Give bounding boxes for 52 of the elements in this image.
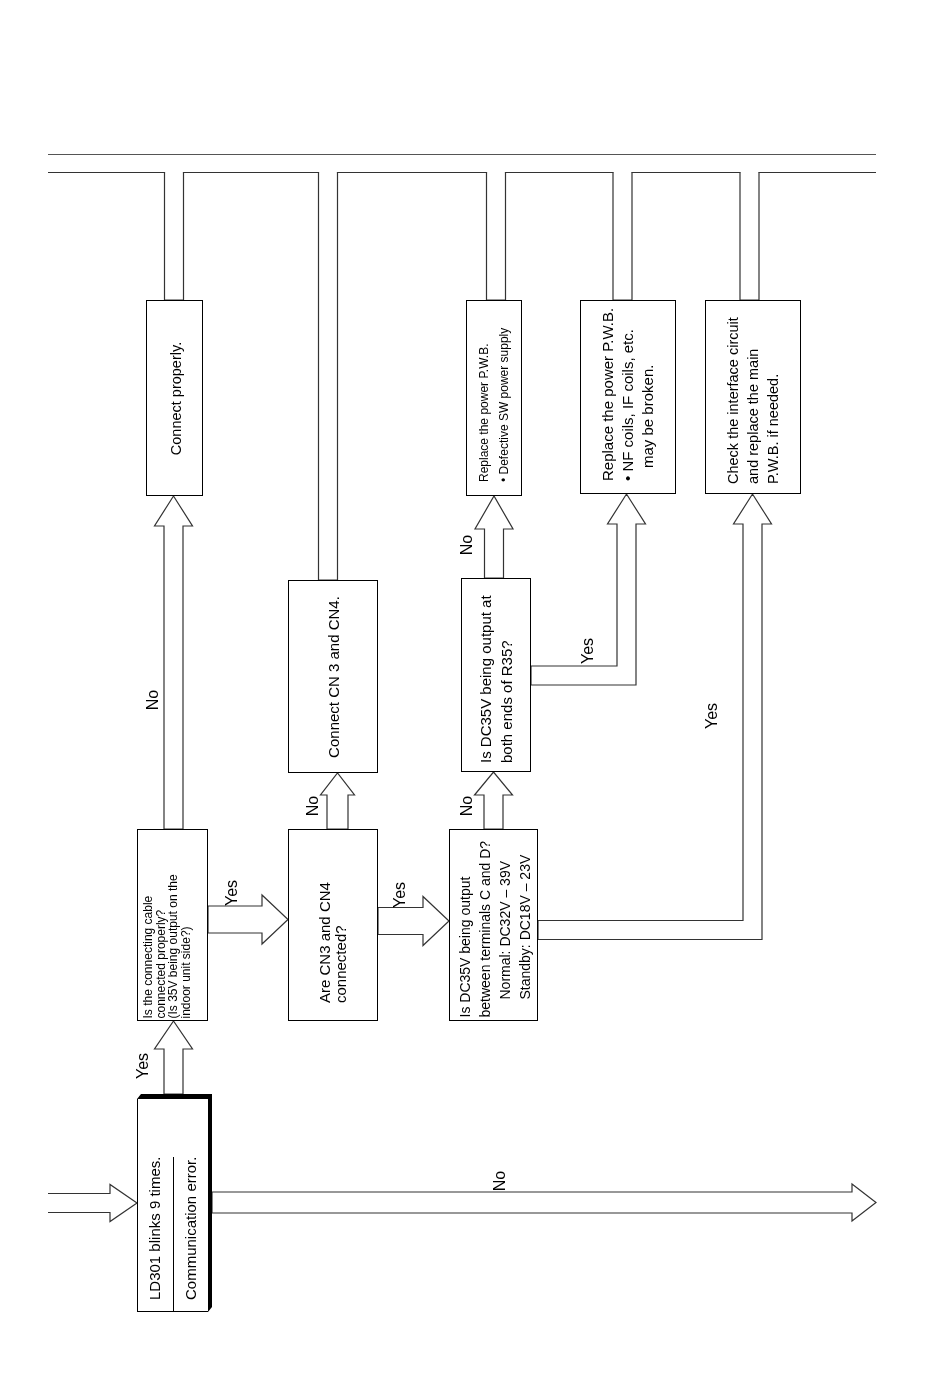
decision-box bbox=[137, 829, 208, 1021]
block-arrow bbox=[211, 1182, 877, 1223]
action-text: Connect properly. bbox=[165, 341, 184, 455]
range-text: Standby: DC18V – 23V bbox=[514, 854, 534, 999]
block-arrow bbox=[319, 772, 356, 830]
question-text: Is DC35V being output at both ends of R35? bbox=[476, 594, 516, 763]
status-text: Communication error. bbox=[181, 1156, 200, 1300]
decision-box bbox=[449, 829, 538, 1021]
action-box bbox=[146, 300, 203, 496]
edge-label: Yes bbox=[704, 702, 720, 730]
edge-label: No bbox=[459, 534, 475, 556]
status-box bbox=[137, 1094, 212, 1312]
action-text: Check the interface circuit and replace the main P.W.B. if needed. bbox=[724, 316, 782, 484]
edge-label: Yes bbox=[392, 881, 408, 909]
action-text: Connect CN 3 and CN4. bbox=[324, 595, 342, 758]
decision-box bbox=[288, 829, 378, 1021]
status-text: LD301 blinks 9 times. bbox=[146, 1156, 165, 1300]
block-arrow bbox=[207, 893, 289, 946]
block-arrow bbox=[47, 1183, 139, 1223]
channel-branch bbox=[163, 171, 185, 301]
action-text: Replace the power P.W.B. bbox=[476, 343, 492, 482]
action-box bbox=[580, 300, 676, 494]
block-arrow bbox=[473, 494, 515, 579]
channel-branch bbox=[612, 171, 633, 301]
block-arrow bbox=[153, 1019, 194, 1095]
note-text: (Is 35V being output on the indoor unit side?) bbox=[166, 872, 191, 1018]
edge-label: Yes bbox=[135, 1052, 151, 1080]
action-box bbox=[288, 580, 378, 773]
question-text: Is the connecting cable connected properly? bbox=[141, 894, 166, 1018]
action-box bbox=[466, 300, 522, 496]
edge-label: Yes bbox=[580, 637, 596, 665]
block-arrow bbox=[537, 492, 773, 941]
channel-branch bbox=[739, 171, 760, 301]
bullet-text: • NF coils, IF coils, etc. may be broken. bbox=[618, 328, 657, 481]
block-arrow bbox=[530, 492, 647, 686]
question-text: Is DC35V being output between terminals C and D? bbox=[454, 839, 493, 1017]
edge-label: No bbox=[145, 689, 161, 711]
edge-label: No bbox=[459, 795, 475, 817]
range-text: Normal: DC32V – 39V bbox=[494, 860, 513, 999]
block-arrow bbox=[377, 895, 450, 947]
action-box bbox=[705, 300, 801, 494]
channel-branch bbox=[485, 171, 507, 301]
action-text: Replace the power P.W.B. bbox=[598, 307, 617, 481]
decision-box bbox=[461, 578, 531, 772]
edge-label: No bbox=[492, 1170, 508, 1192]
channel-branch bbox=[317, 171, 339, 581]
edge-label: Yes bbox=[224, 879, 240, 907]
bullet-text: • Defective SW power supply bbox=[496, 327, 512, 482]
block-arrow bbox=[473, 771, 514, 830]
question-text: Are CN3 and CN4 connected? bbox=[317, 881, 349, 1003]
edge-label: No bbox=[305, 795, 321, 817]
block-arrow bbox=[153, 494, 194, 830]
